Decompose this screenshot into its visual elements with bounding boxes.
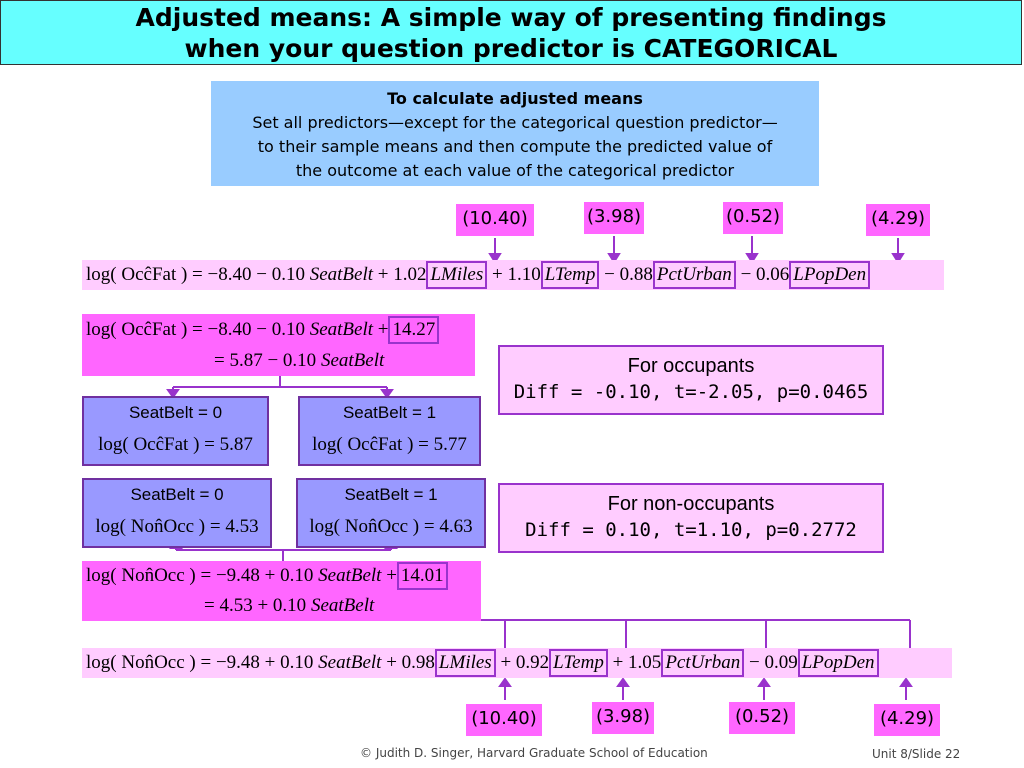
nonocc-mean-ltemp: (3.98)	[592, 702, 654, 734]
nonocc-cells: SeatBelt = 0 log( Non̂Occ ) = 4.53 SeatB…	[82, 478, 486, 548]
nonocc-full-equation: log( Non̂Occ ) = −9.48 + 0.10 SeatBelt +…	[82, 648, 952, 678]
nonocc-result-title: For non-occupants	[607, 493, 775, 515]
nonocc-cell-0: SeatBelt = 0 log( Non̂Occ ) = 4.53	[82, 478, 272, 548]
occ-mean-pcturban: (0.52)	[723, 202, 783, 234]
slide-title: Adjusted means: A simple way of presenti…	[0, 0, 1022, 65]
nonocc-full-c3: + 1.05	[612, 652, 662, 673]
occ-result-title: For occupants	[627, 355, 755, 377]
occ-reduced-const: 14.27	[388, 316, 440, 344]
nonocc-full-c2: + 0.92	[500, 652, 550, 673]
nonocc-reduced-line2-lhs: = 4.53 + 0.10	[204, 595, 307, 616]
occ-result-stats: Diff = -0.10, t=-2.05, p=0.0465	[513, 381, 869, 403]
nonocc-mean-pcturban: (0.52)	[729, 702, 795, 734]
nonocc-cell-1-eq: = 1	[413, 485, 438, 504]
nonocc-reduced-var: SeatBelt	[318, 565, 382, 586]
nonocc-cell-0-eq: = 0	[199, 485, 224, 504]
nonocc-full-lhs: log( Non̂Occ ) = −9.48 + 0.10	[86, 652, 314, 673]
occ-full-c4: − 0.06	[740, 264, 790, 285]
occ-reduced-plus: +	[377, 319, 389, 340]
occ-reduced-line2-var: SeatBelt	[320, 350, 385, 371]
occ-reduced-var: SeatBelt	[309, 319, 374, 340]
nonocc-result-stats: Diff = 0.10, t=1.10, p=0.2772	[525, 519, 857, 541]
nonocc-cell-0-label: SeatBelt	[130, 485, 195, 504]
occ-reduced-equation: log( OcĉFat ) = −8.40 − 0.10 SeatBelt +…	[82, 314, 475, 376]
nonocc-full-c1: + 0.98	[386, 652, 435, 673]
nonocc-reduced-lhs: log( Non̂Occ ) = −9.48 + 0.10	[86, 565, 314, 586]
nonocc-full-v5: LPopDen	[801, 652, 875, 673]
occ-full-v4: PctUrban	[656, 264, 732, 285]
nonocc-full-v4: PctUrban	[665, 652, 741, 673]
nonocc-result-box: For non-occupants Diff = 0.10, t=1.10, p…	[498, 483, 884, 553]
info-box: To calculate adjusted means Set all pred…	[211, 81, 819, 186]
info-heading: To calculate adjusted means	[387, 89, 643, 108]
occ-full-v2: LMiles	[430, 264, 484, 285]
occ-cell-1: SeatBelt = 1 log( OcĉFat ) = 5.77	[298, 396, 481, 466]
occ-result-box: For occupants Diff = -0.10, t=-2.05, p=0…	[498, 345, 884, 415]
occ-reduced-line2-lhs: = 5.87 − 0.10	[214, 350, 317, 371]
nonocc-reduced-equation: log( Non̂Occ ) = −9.48 + 0.10 SeatBelt +…	[82, 561, 481, 621]
occ-cell-1-eq: = 1	[411, 403, 437, 422]
occ-full-c1: + 1.02	[377, 264, 427, 285]
occ-full-v3: LTemp	[544, 264, 596, 285]
nonocc-full-v2: LMiles	[438, 652, 492, 673]
occ-cell-1-label: SeatBelt	[342, 403, 408, 422]
occ-reduced-lhs: log( OcĉFat ) = −8.40 − 0.10	[86, 319, 305, 340]
nonocc-full-c4: − 0.09	[749, 652, 798, 673]
occ-mean-lmiles: (10.40)	[456, 204, 534, 236]
nonocc-cell-0-value: log( Non̂Occ ) = 4.53	[95, 516, 259, 537]
occ-mean-ltemp: (3.98)	[584, 202, 644, 234]
occ-cell-0: SeatBelt = 0 log( OcĉFat ) = 5.87	[82, 396, 269, 466]
nonocc-reduced-line2-var: SeatBelt	[310, 595, 375, 616]
occ-full-c3: − 0.88	[604, 264, 653, 285]
footer-credit: © Judith D. Singer, Harvard Graduate Sch…	[360, 746, 708, 760]
occ-full-equation: log( OcĉFat ) = −8.40 − 0.10 SeatBelt +…	[82, 260, 944, 290]
nonocc-reduced-plus: +	[386, 565, 397, 586]
nonocc-full-v1: SeatBelt	[318, 652, 382, 673]
occ-cells: SeatBelt = 0 log( OcĉFat ) = 5.87 SeatB…	[82, 396, 481, 466]
info-line-2: to their sample means and then compute t…	[257, 137, 773, 156]
occ-full-v1: SeatBelt	[309, 264, 374, 285]
nonocc-cell-1-label: SeatBelt	[344, 485, 409, 504]
occ-full-v5: LPopDen	[793, 264, 867, 285]
footer-slide-number: Unit 8/Slide 22	[872, 747, 961, 761]
nonocc-full-v3: LTemp	[553, 652, 604, 673]
nonocc-mean-lmiles: (10.40)	[466, 704, 542, 736]
nonocc-mean-lpopden: (4.29)	[874, 704, 940, 736]
occ-cell-1-value: log( OcĉFat ) = 5.77	[312, 434, 467, 455]
nonocc-cell-1-value: log( Non̂Occ ) = 4.63	[309, 516, 473, 537]
info-line-3: the outcome at each value of the categor…	[295, 161, 735, 180]
occ-full-c2: + 1.10	[492, 264, 541, 285]
title-line-1: Adjusted means: A simple way of presenti…	[135, 3, 887, 32]
occ-cell-0-eq: = 0	[197, 403, 223, 422]
occ-cell-0-value: log( OcĉFat ) = 5.87	[98, 434, 253, 455]
occ-mean-lpopden: (4.29)	[866, 204, 930, 236]
nonocc-reduced-const: 14.01	[396, 562, 448, 590]
info-line-1: Set all predictors—except for the catego…	[252, 113, 778, 132]
occ-full-lhs: log( OcĉFat ) = −8.40 − 0.10	[86, 264, 305, 285]
occ-cell-0-label: SeatBelt	[128, 403, 194, 422]
title-line-2: when your question predictor is CATEGORI…	[184, 34, 838, 63]
nonocc-cell-1: SeatBelt = 1 log( Non̂Occ ) = 4.63	[296, 478, 486, 548]
